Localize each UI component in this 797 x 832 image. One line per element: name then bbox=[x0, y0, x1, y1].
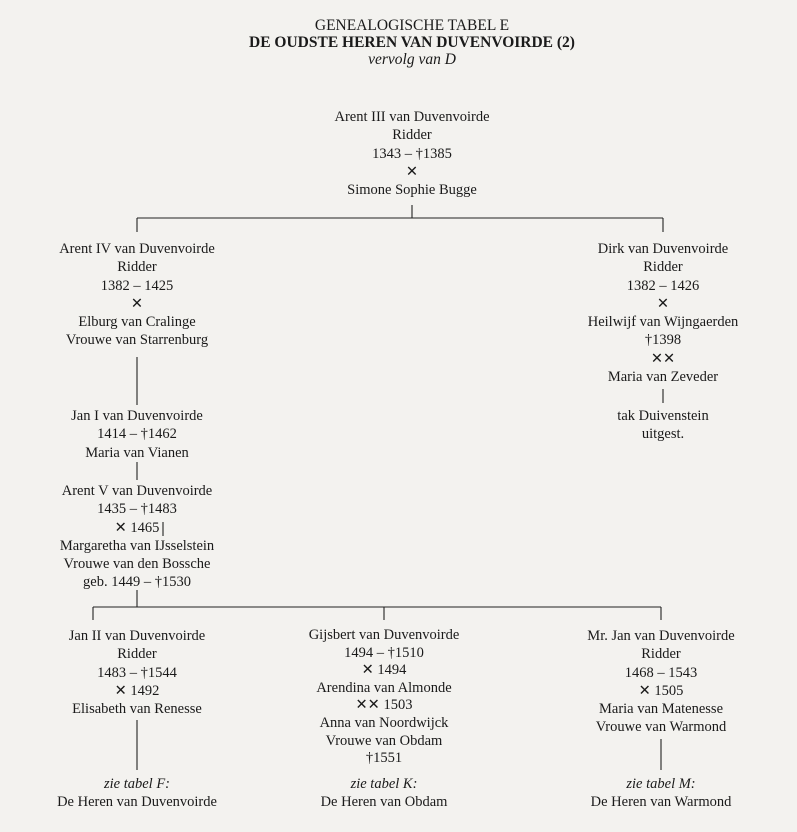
branch-note-line: tak Duivenstein bbox=[617, 408, 709, 424]
marriage-date: ✕ 1492 bbox=[114, 682, 160, 699]
spouse-name: Maria van Matenesse bbox=[598, 701, 724, 718]
reference-tabel-f: zie tabel F: De Heren van Duvenvoirde bbox=[57, 775, 217, 812]
person-dates: 1435 – †1483 bbox=[97, 501, 177, 518]
spouse-name: Arendina van Almonde bbox=[316, 679, 452, 696]
person-title: Ridder bbox=[641, 646, 681, 663]
person-name: Dirk van Duvenvoirde bbox=[597, 241, 729, 257]
person-name: Mr. Jan van Duvenvoirde bbox=[587, 628, 735, 644]
marriage-symbol: ✕ bbox=[405, 163, 419, 180]
branch-note-line: uitgest. bbox=[641, 426, 685, 443]
header-title: DE OUDSTE HEREN VAN DUVENVOIRDE (2) bbox=[249, 34, 575, 51]
reference-title: De Heren van Warmond bbox=[590, 794, 732, 811]
header-label: GENEALOGISCHE TABEL E bbox=[314, 17, 510, 34]
spouse-name: Simone Sophie Bugge bbox=[347, 182, 477, 199]
reference-label: zie tabel M: bbox=[626, 776, 696, 792]
marriage-symbol: ✕ bbox=[130, 295, 144, 312]
reference-title: De Heren van Duvenvoirde bbox=[57, 794, 217, 811]
second-spouse-title: Vrouwe van Obdam bbox=[325, 732, 443, 749]
spouse-name: Maria van Vianen bbox=[85, 444, 189, 461]
marriage-symbol: ✕ bbox=[656, 295, 670, 312]
person-dates: 1382 – 1426 bbox=[626, 277, 700, 294]
marriage-date: ✕ 1494 bbox=[361, 662, 407, 679]
person-title: Ridder bbox=[392, 127, 432, 144]
header-subtitle: vervolg van D bbox=[368, 51, 456, 68]
spouse-title: Vrouwe van Starrenburg bbox=[65, 332, 209, 349]
person-dates: 1343 – †1385 bbox=[372, 145, 452, 162]
reference-title: De Heren van Obdam bbox=[320, 794, 448, 811]
marriage-date: ✕ 1505 bbox=[638, 682, 684, 699]
person-dates: 1494 – †1510 bbox=[344, 644, 424, 661]
reference-label: zie tabel K: bbox=[350, 776, 418, 792]
person-title: Ridder bbox=[643, 259, 683, 276]
spouse-name: Margaretha van IJsselstein bbox=[59, 537, 215, 554]
person-arent-iii: Arent III van Duvenvoirde Ridder 1343 – … bbox=[334, 108, 489, 199]
second-marriage-symbol: ✕✕ bbox=[650, 350, 676, 367]
spouse-title: Vrouwe van den Bossche bbox=[63, 556, 211, 573]
person-name: Jan I van Duvenvoirde bbox=[71, 408, 203, 424]
reference-label: zie tabel F: bbox=[103, 776, 171, 792]
person-arent-v: Arent V van Duvenvoirde 1435 – †1483 ✕ 1… bbox=[60, 482, 214, 592]
second-spouse-death: †1551 bbox=[365, 750, 403, 767]
marriage-date: ✕ 1465 bbox=[114, 519, 160, 536]
spouse-title: Vrouwe van Warmond bbox=[595, 719, 727, 736]
spouse-name: Elisabeth van Renesse bbox=[72, 701, 202, 718]
person-name: Gijsbert van Duvenvoirde bbox=[308, 627, 460, 643]
spouse-name: Elburg van Cralinge bbox=[78, 314, 196, 331]
second-marriage-date: ✕✕ 1503 bbox=[355, 697, 413, 714]
person-arent-iv: Arent IV van Duvenvoirde Ridder 1382 – 1… bbox=[59, 240, 215, 350]
person-dirk: Dirk van Duvenvoirde Ridder 1382 – 1426 … bbox=[588, 240, 739, 386]
reference-tabel-m: zie tabel M: De Heren van Warmond bbox=[591, 775, 732, 812]
person-gijsbert: Gijsbert van Duvenvoirde 1494 – †1510 ✕ … bbox=[309, 627, 460, 768]
person-title: Ridder bbox=[117, 646, 157, 663]
person-name: Arent III van Duvenvoirde bbox=[334, 109, 490, 125]
person-mr-jan: Mr. Jan van Duvenvoirde Ridder 1468 – 15… bbox=[587, 627, 734, 737]
spouse-name: Heilwijf van Wijngaerden bbox=[587, 314, 739, 331]
person-dates: 1483 – †1544 bbox=[97, 664, 177, 681]
second-spouse-name: Maria van Zeveder bbox=[607, 369, 719, 386]
table-header: GENEALOGISCHE TABEL E DE OUDSTE HEREN VA… bbox=[249, 17, 575, 68]
person-title: Ridder bbox=[117, 259, 157, 276]
reference-tabel-k: zie tabel K: De Heren van Obdam bbox=[321, 775, 448, 812]
person-name: Arent V van Duvenvoirde bbox=[61, 483, 213, 499]
spouse-dates: geb. 1449 – †1530 bbox=[83, 574, 191, 591]
person-jan-i: Jan I van Duvenvoirde 1414 – †1462 Maria… bbox=[71, 407, 203, 462]
person-dates: 1414 – †1462 bbox=[97, 426, 177, 443]
person-name: Jan II van Duvenvoirde bbox=[68, 628, 206, 644]
person-jan-ii: Jan II van Duvenvoirde Ridder 1483 – †15… bbox=[69, 627, 206, 718]
person-dates: 1382 – 1425 bbox=[100, 277, 174, 294]
branch-note-duivenstein: tak Duivenstein uitgest. bbox=[617, 407, 708, 444]
spouse-death: †1398 bbox=[644, 332, 682, 349]
person-dates: 1468 – 1543 bbox=[624, 664, 698, 681]
second-spouse-name: Anna van Noordwijck bbox=[319, 714, 449, 731]
person-name: Arent IV van Duvenvoirde bbox=[59, 241, 215, 257]
